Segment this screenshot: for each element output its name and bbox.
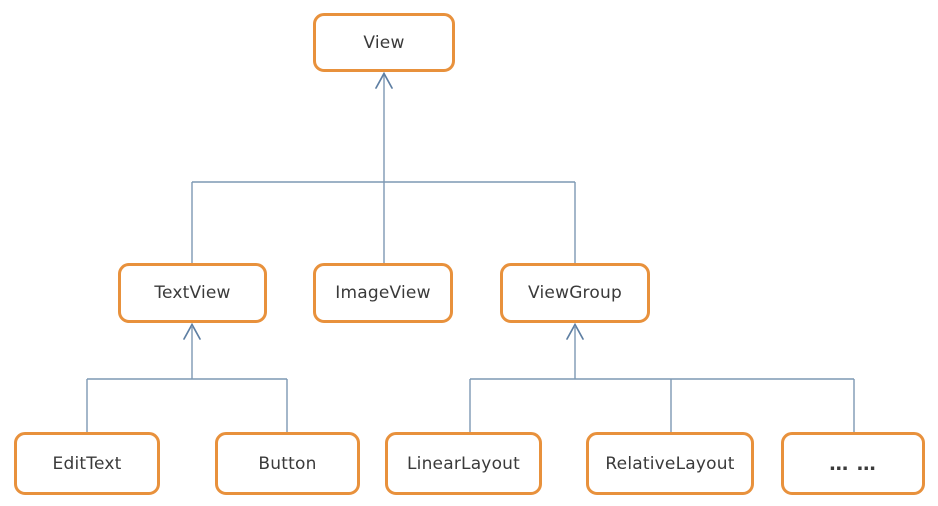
arrowhead-to-viewgroup xyxy=(566,322,584,340)
node-others-ellipsis: … … xyxy=(781,432,925,495)
node-textview: TextView xyxy=(118,263,267,323)
arrowhead-to-view xyxy=(375,71,393,89)
arrowhead-to-textview xyxy=(183,322,201,340)
node-relativelayout: RelativeLayout xyxy=(586,432,754,495)
node-button: Button xyxy=(215,432,360,495)
node-edittext: EditText xyxy=(14,432,160,495)
node-view: View xyxy=(313,13,455,72)
node-linearlayout: LinearLayout xyxy=(385,432,542,495)
node-viewgroup: ViewGroup xyxy=(500,263,650,323)
node-imageview: ImageView xyxy=(313,263,453,323)
